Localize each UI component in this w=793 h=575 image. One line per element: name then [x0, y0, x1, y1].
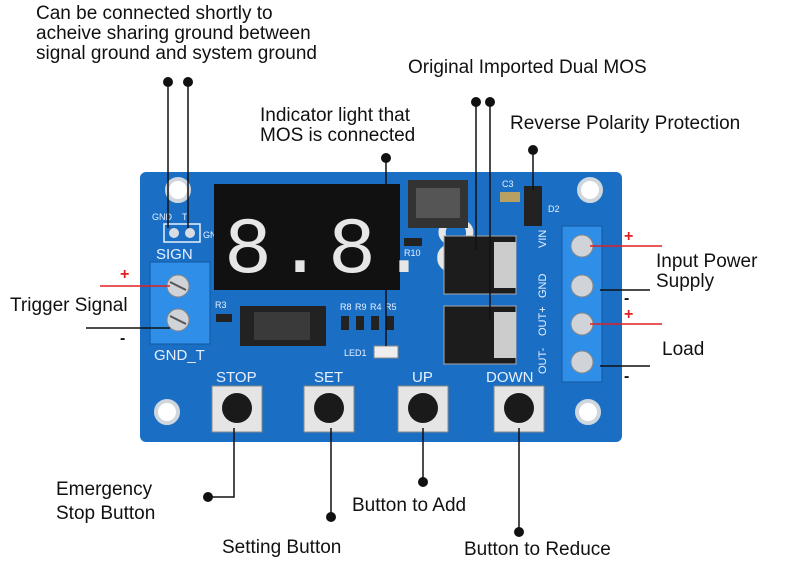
screw-slot [169, 281, 187, 291]
ref-d2: D2 [548, 204, 560, 214]
gnd-small-label: GND [152, 212, 173, 222]
stop-button[interactable] [211, 385, 263, 433]
mounting-hole [154, 399, 180, 425]
led1 [373, 345, 399, 359]
vin-board-label: VIN [537, 230, 549, 248]
mounting-hole [575, 399, 601, 425]
load-plus-sign: + [624, 306, 634, 323]
indicator-label: Indicator light that MOS is connected [260, 105, 416, 146]
resistor-row [386, 316, 394, 330]
optocoupler-body [254, 312, 310, 340]
mounting-hole [165, 177, 191, 203]
mosfet-2-tab [494, 312, 516, 358]
sign-board-label: SIGN [156, 246, 193, 263]
leader-lines [86, 82, 650, 532]
gnd-t-board-label: GND_T [154, 347, 205, 364]
trigger-signal-label: Trigger Signal [10, 295, 128, 316]
seven-segment-display [214, 184, 400, 290]
t-small-label: T [182, 212, 188, 222]
reverse-polarity-label: Reverse Polarity Protection [510, 113, 741, 134]
emergency-stop-label: Emergency Stop Button [56, 479, 156, 524]
leader-dots [163, 77, 538, 537]
setting-button-label: Setting Button [222, 537, 342, 558]
jumper-pad [169, 228, 179, 238]
terminal-screw [570, 274, 594, 298]
input-minus-sign: - [624, 290, 630, 307]
terminal-screw [570, 350, 594, 374]
trigger-minus-sign: - [120, 330, 126, 347]
ref-c3: C3 [502, 179, 514, 189]
up-board-label: UP [412, 369, 433, 386]
ref-r5: R5 [385, 302, 397, 312]
ref-r3: R3 [215, 300, 227, 310]
mosfet-1-tab [494, 242, 516, 288]
load-minus-sign: - [624, 368, 630, 385]
load-label: Load [662, 339, 705, 360]
ref-r9: R9 [355, 302, 367, 312]
reduce-button-label: Button to Reduce [464, 539, 611, 560]
accent-lines [100, 245, 662, 325]
input-plus-sign: + [624, 228, 634, 245]
terminal-screw [570, 234, 594, 258]
ground-note-label: Can be connected shortly to acheive shar… [36, 3, 317, 64]
down-board-label: DOWN [486, 369, 534, 386]
stop-board-label: STOP [216, 369, 257, 386]
set-board-label: SET [314, 369, 343, 386]
set-button[interactable] [303, 385, 355, 433]
out-minus-board-label: OUT- [537, 347, 549, 374]
gnd-board-label: GND [537, 274, 549, 299]
down-button[interactable] [493, 385, 545, 433]
diode-d2 [524, 186, 542, 226]
out-plus-board-label: OUT+ [537, 306, 549, 336]
terminal-screw [570, 312, 594, 336]
trigger-plus-sign: + [120, 266, 130, 283]
ref-r4: R4 [370, 302, 382, 312]
gnd-small-label-2: GND [203, 230, 224, 240]
mounting-hole [577, 177, 603, 203]
jumper-outline [163, 223, 201, 243]
dual-mos-label: Original Imported Dual MOS [408, 57, 647, 78]
input-power-label: Input Power Supply [656, 251, 758, 292]
chip-tab [416, 188, 460, 218]
signal-terminal-block [149, 261, 211, 345]
capacitor-c3 [500, 192, 520, 202]
ref-r8: R8 [340, 302, 352, 312]
add-button-label: Button to Add [352, 495, 467, 516]
resistor-row [356, 316, 364, 330]
screw-slot [169, 315, 187, 325]
resistor-row [341, 316, 349, 330]
up-button[interactable] [397, 385, 449, 433]
ref-r10: R10 [404, 248, 421, 258]
resistor-row [371, 316, 379, 330]
jumper-pad [185, 228, 195, 238]
ref-led1: LED1 [344, 348, 367, 358]
resistor-r3 [216, 314, 232, 322]
resistor-r10 [404, 238, 422, 246]
